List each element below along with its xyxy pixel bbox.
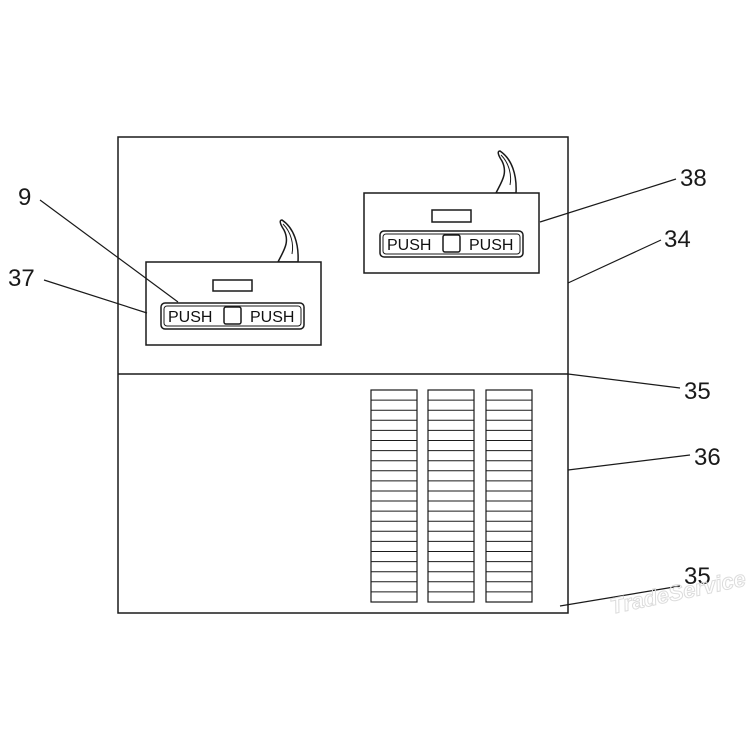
leader-line-37 bbox=[43, 279, 148, 314]
leader-line-9 bbox=[39, 199, 179, 303]
cabinet-outline bbox=[117, 136, 569, 614]
left-push-button-plate-inner bbox=[163, 305, 302, 327]
reference-numerals: 9 37 38 34 35 36 35 bbox=[8, 165, 721, 590]
left-push-center-square bbox=[223, 306, 242, 325]
ref-numeral-9: 9 bbox=[18, 184, 31, 211]
left-push-button-plate[interactable] bbox=[160, 302, 305, 330]
right-indicator-slot bbox=[431, 209, 472, 223]
ref-numeral-35-lower: 35 bbox=[684, 563, 711, 590]
right-push-label-right: PUSH bbox=[469, 237, 513, 254]
cabinet bbox=[117, 136, 569, 614]
right-fountain-housing bbox=[363, 192, 540, 274]
louver-grille bbox=[370, 389, 533, 603]
left-bubbler-spout-inner bbox=[282, 223, 294, 255]
right-push-center-square bbox=[442, 234, 461, 253]
leader-line-36 bbox=[567, 454, 691, 471]
ref-numeral-37: 37 bbox=[8, 265, 35, 292]
right-push-button-plate[interactable] bbox=[379, 230, 524, 258]
right-push-label-left: PUSH bbox=[387, 237, 431, 254]
leader-lines bbox=[39, 178, 691, 607]
right-fountain-unit: PUSH PUSH bbox=[363, 150, 540, 274]
left-push-label-left: PUSH bbox=[168, 309, 212, 326]
ref-numeral-36: 36 bbox=[694, 444, 721, 471]
leader-line-35-lower bbox=[559, 585, 681, 607]
louver-column-3 bbox=[485, 389, 533, 603]
right-bubbler-spout-inner bbox=[500, 154, 512, 186]
left-indicator-slot bbox=[212, 279, 253, 292]
right-bubbler-spout bbox=[494, 150, 517, 194]
left-push-label-right: PUSH bbox=[250, 309, 294, 326]
ref-numeral-38: 38 bbox=[680, 165, 707, 192]
leader-line-34 bbox=[567, 239, 662, 284]
left-fountain-unit: PUSH PUSH bbox=[145, 219, 322, 346]
leader-line-35-upper bbox=[567, 373, 681, 389]
louver-column-2 bbox=[427, 389, 475, 603]
left-bubbler-spout bbox=[276, 219, 299, 263]
ref-numeral-35-upper: 35 bbox=[684, 378, 711, 405]
right-push-button-plate-inner bbox=[382, 233, 521, 255]
leader-line-38 bbox=[539, 178, 677, 223]
ref-numeral-34: 34 bbox=[664, 226, 691, 253]
watermark-logo: TradeService bbox=[608, 566, 748, 619]
louver-column-1 bbox=[370, 389, 418, 603]
